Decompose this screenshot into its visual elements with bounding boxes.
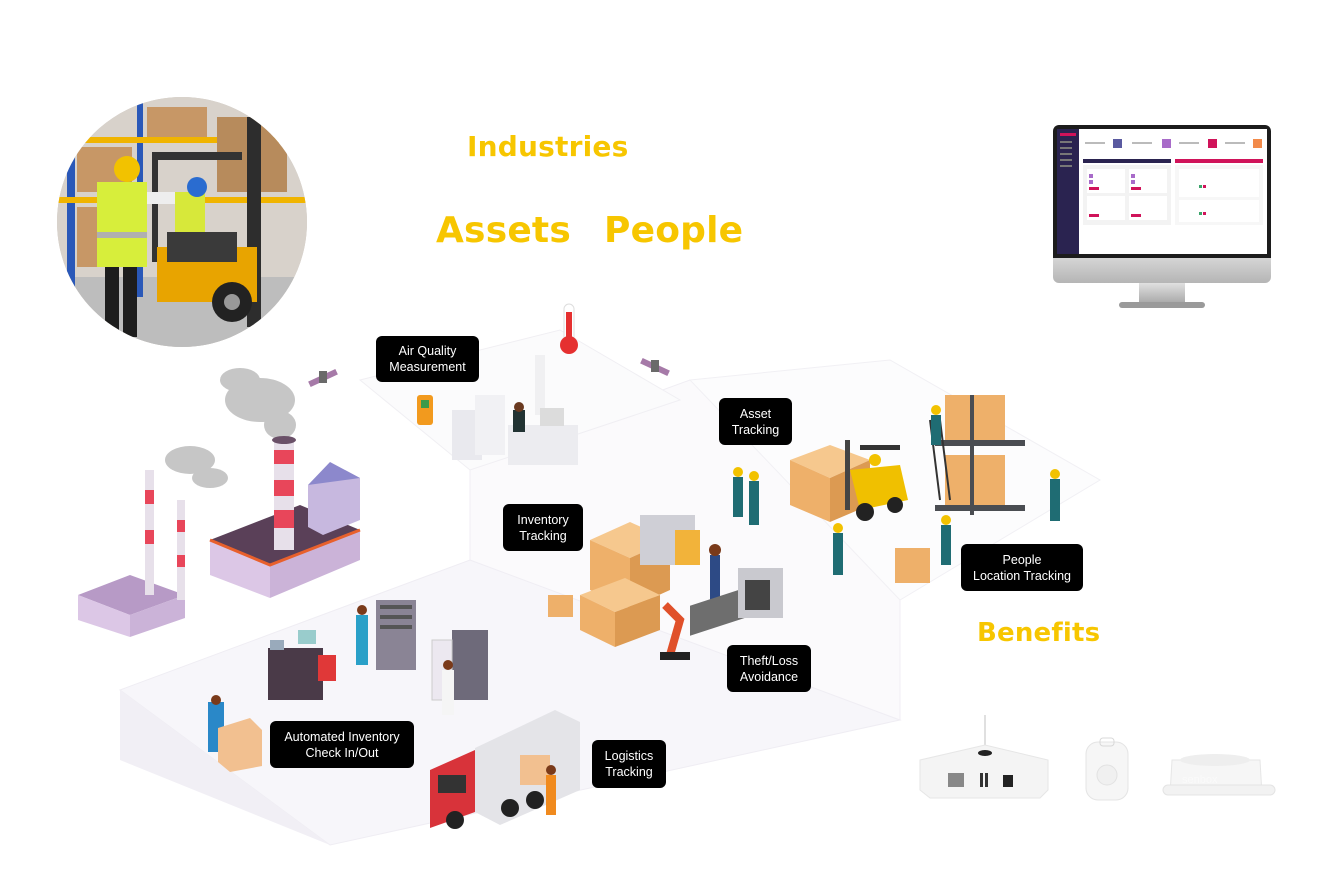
label-automated-inventory-check: Automated Inventory Check In/Out bbox=[270, 721, 414, 768]
worker-figures bbox=[733, 405, 1060, 583]
label-line: Location Tracking bbox=[973, 568, 1071, 583]
satellite-icon bbox=[308, 368, 338, 388]
senbox-sensor-box-device bbox=[1162, 754, 1276, 796]
label-asset-tracking: Asset Tracking bbox=[719, 398, 792, 445]
senbox-gateway-device bbox=[919, 715, 1049, 799]
warehouse-shelf bbox=[929, 395, 1025, 515]
label-line: Avoidance bbox=[739, 669, 799, 684]
label-line: Theft/Loss bbox=[739, 653, 799, 668]
label-line: Logistics bbox=[604, 749, 654, 763]
label-line: Air Quality bbox=[398, 344, 457, 358]
thermometer-icon bbox=[560, 303, 578, 354]
label-inventory-tracking: Inventory Tracking bbox=[503, 504, 583, 551]
label-line: Inventory bbox=[517, 512, 569, 527]
label-people-location-tracking: People Location Tracking bbox=[961, 544, 1083, 591]
heading-assets: Assets bbox=[436, 210, 571, 251]
label-theft-loss-avoidance: Theft/Loss Avoidance bbox=[727, 645, 811, 692]
heading-people: People bbox=[604, 210, 744, 251]
forklift-with-boxes bbox=[790, 440, 908, 522]
label-line: Tracking bbox=[605, 765, 653, 779]
label-logistics-tracking: Logistics Tracking bbox=[592, 740, 666, 788]
monitor-chin bbox=[1053, 258, 1271, 283]
factory-illustration bbox=[78, 368, 361, 637]
label-line: Measurement bbox=[389, 360, 466, 374]
label-line: People bbox=[1002, 552, 1042, 567]
label-line: Tracking bbox=[731, 422, 780, 437]
delivery-truck bbox=[430, 710, 580, 829]
label-line: Automated Inventory bbox=[284, 729, 400, 744]
senbox-tag-device bbox=[1085, 737, 1129, 801]
satellite-icon bbox=[640, 357, 670, 377]
inventory-pallets bbox=[548, 515, 783, 660]
dashboard-screenshot bbox=[1057, 129, 1267, 254]
device-brand-logo: senbox bbox=[1182, 774, 1218, 786]
air-quality-station bbox=[417, 355, 578, 465]
label-line: Asset bbox=[739, 406, 772, 421]
monitor-stand bbox=[1139, 283, 1185, 303]
heading-benefits: Benefits bbox=[977, 618, 1101, 648]
heading-industries: Industries bbox=[467, 130, 629, 163]
monitor-screen bbox=[1053, 125, 1271, 258]
server-room bbox=[208, 600, 488, 772]
label-line: Tracking bbox=[519, 528, 567, 543]
warehouse-forklift-photo bbox=[57, 97, 307, 347]
label-air-quality-measurement: Air Quality Measurement bbox=[376, 336, 479, 382]
monitor-base bbox=[1119, 302, 1205, 308]
label-line: Check In/Out bbox=[305, 745, 379, 760]
dashboard-monitor bbox=[1053, 125, 1271, 310]
